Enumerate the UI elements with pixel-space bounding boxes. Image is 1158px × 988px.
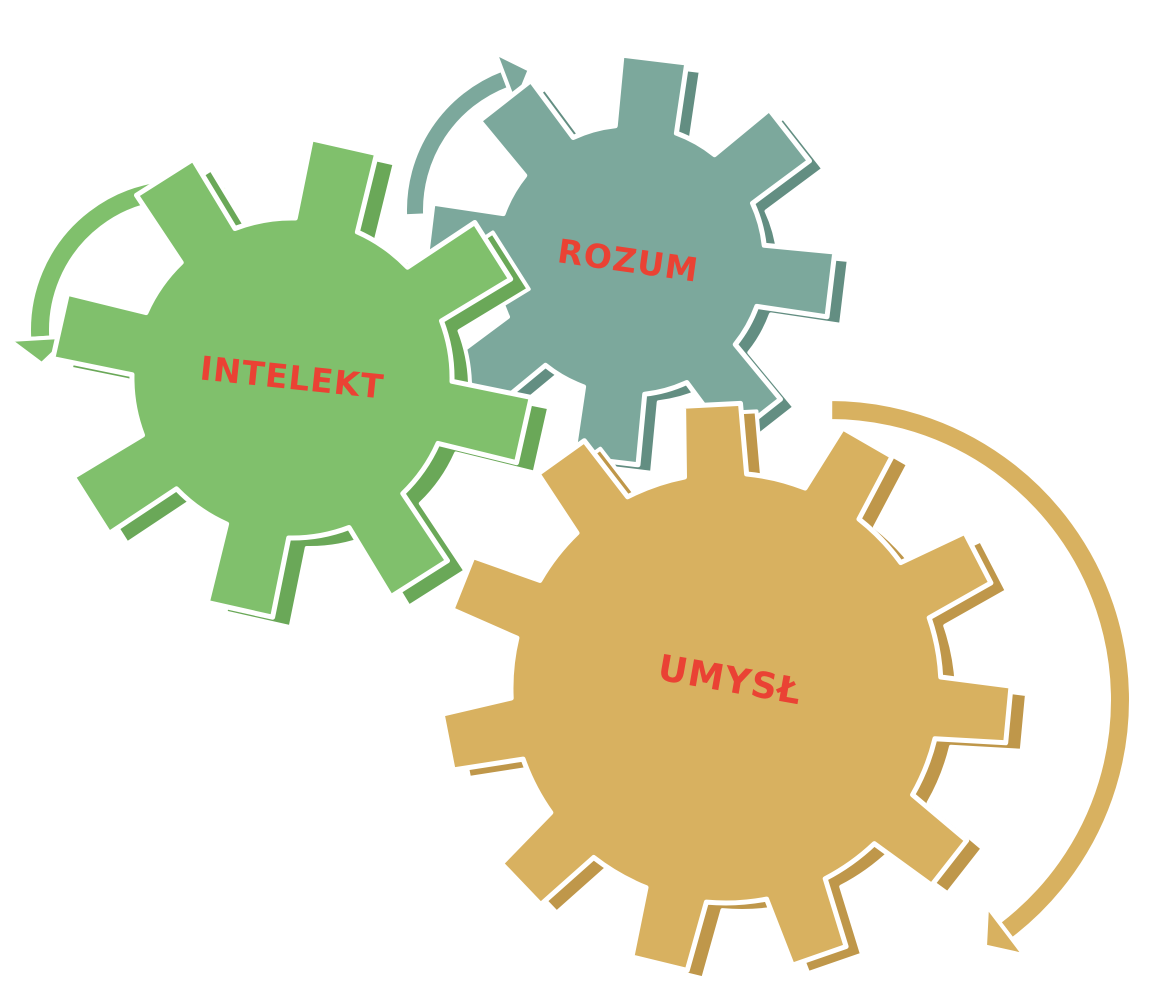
gear-intelekt: INTELEKT: [50, 136, 552, 630]
rozum-rotation-arrow-icon: [403, 50, 532, 219]
gear-umysl: UMYSŁ: [439, 400, 1029, 981]
gear-rozum: ROZUM: [422, 52, 851, 475]
umysl-rotation-arrow-icon: [828, 396, 1133, 958]
